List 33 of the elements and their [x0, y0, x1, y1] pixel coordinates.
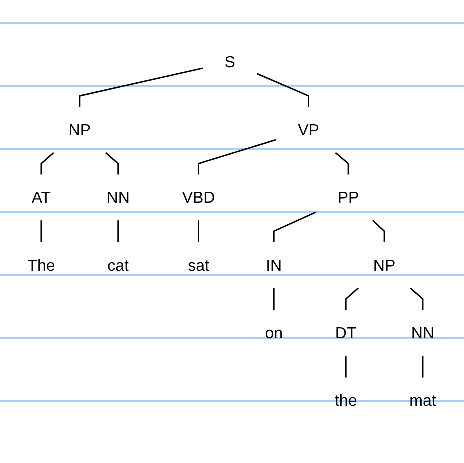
- node-text: on: [265, 324, 284, 342]
- connector: [345, 288, 359, 310]
- connector: [335, 152, 350, 175]
- node-text: sat: [188, 256, 210, 274]
- connector: [40, 220, 42, 242]
- node-text: NP: [68, 120, 92, 140]
- node-text: cat: [108, 256, 130, 274]
- connector: [40, 152, 54, 175]
- connector: [410, 288, 424, 310]
- node-text: NN: [411, 324, 435, 342]
- node-text: the: [334, 392, 358, 410]
- node-text: DT: [335, 324, 357, 342]
- connector: [198, 139, 276, 175]
- connector: [422, 356, 424, 378]
- node-text: mat: [410, 392, 436, 410]
- connector: [105, 152, 120, 175]
- node-text: AT: [32, 188, 52, 207]
- node-text: VP: [298, 120, 320, 140]
- connector: [118, 220, 120, 242]
- node-text: S: [224, 53, 236, 72]
- node-text: PP: [338, 188, 360, 207]
- connector: [79, 68, 204, 108]
- connector: [257, 73, 310, 108]
- connector: [345, 356, 347, 378]
- connector: [372, 220, 386, 242]
- node-text: NN: [106, 188, 130, 207]
- node-text: NP: [373, 256, 396, 274]
- connector: [273, 288, 275, 310]
- node-text: The: [28, 256, 56, 274]
- node-text: VBD: [182, 188, 216, 207]
- connector: [273, 212, 316, 242]
- connector: [198, 220, 200, 242]
- node-text: IN: [266, 256, 282, 274]
